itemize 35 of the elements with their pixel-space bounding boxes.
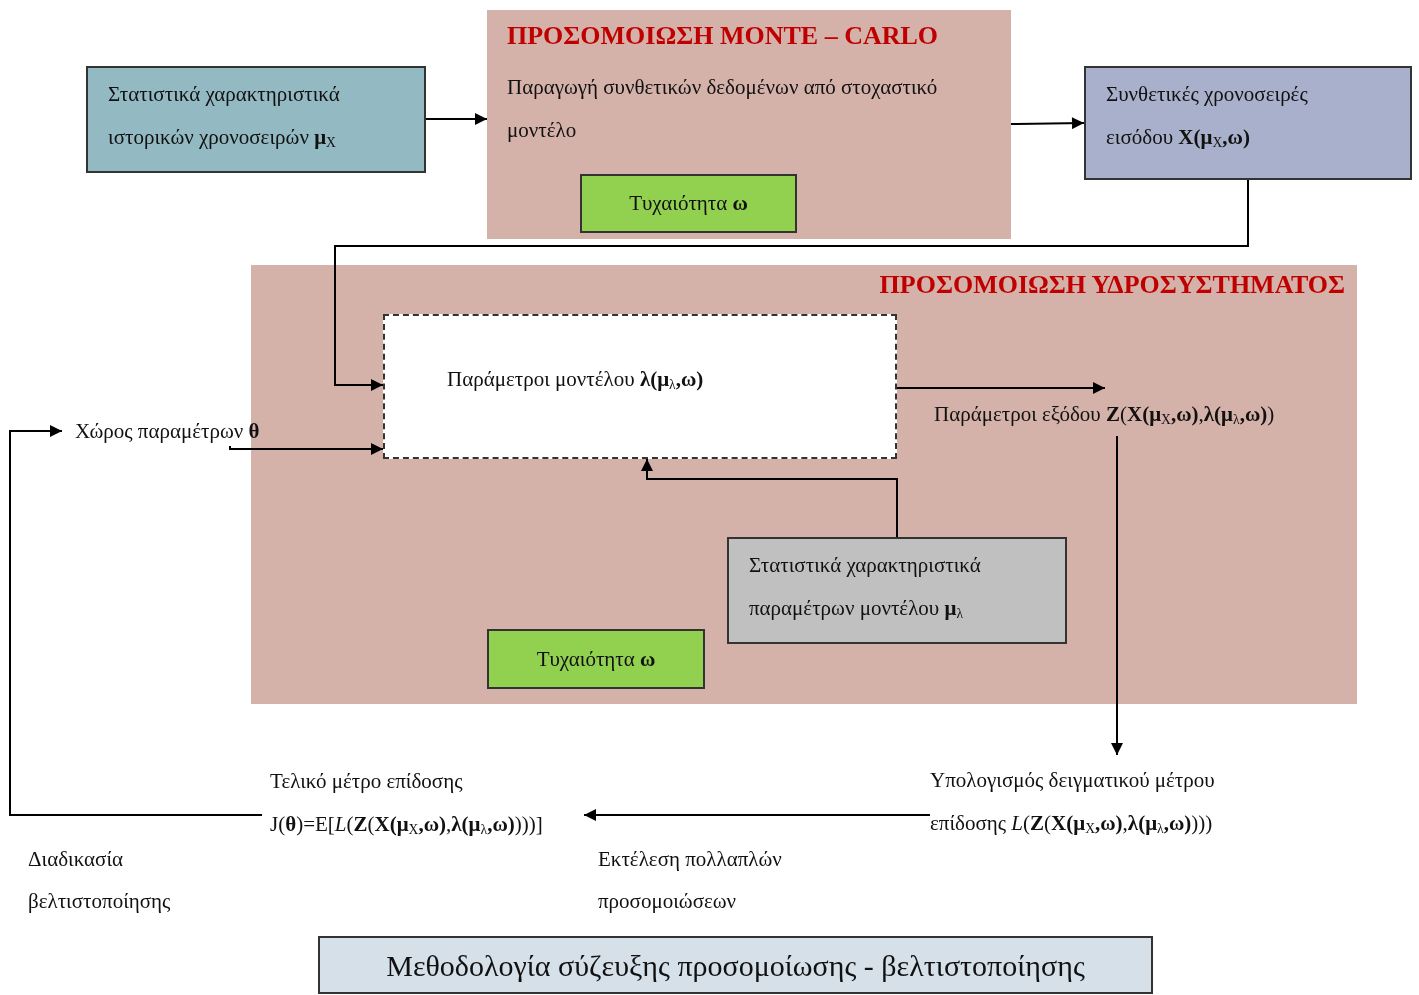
arrow (1111, 435, 1123, 756)
box-text: Μεθοδολογία σύζευξης προσομοίωσης - βελτιστοποίησης (386, 947, 1085, 984)
process-box (1084, 66, 1412, 180)
arrow (425, 113, 488, 125)
arrow (334, 179, 1249, 391)
annotation-text: Εκτέλεση πολλαπλών προσομοιώσεων (598, 846, 783, 915)
simulation-panel (251, 265, 1357, 704)
arrow (1010, 117, 1085, 130)
node-text: Παράμετροι εξόδου Z(X(μ$_{X}$,ω),λ(μ$_{λ}$,ω)) (934, 401, 1275, 430)
panel-title: ΠΡΟΣΟΜΟΙΩΣΗ MONTE – CARLO (507, 20, 940, 52)
box-text: Στατιστικά χαρακτηριστικά παραμέτρων μοντέλου μ$_{λ}$ (749, 552, 982, 624)
box-text: Συνθετικές χρονοσειρές εισόδου X(μ$_{X}$,ω) (1106, 81, 1309, 153)
process-box (727, 537, 1067, 644)
box-text: Τυχαιότητα ω (536, 645, 656, 673)
randomness-box (580, 174, 797, 233)
arrow (896, 382, 1106, 394)
box-text: Παράμετροι μοντέλου λ(μ$_{λ}$,ω) (447, 366, 705, 395)
randomness-box (487, 629, 705, 689)
node-text: J(θ)=E[L(Z(X(μ$_{X}$,ω),λ(μ$_{λ}$,ω))))] (270, 811, 543, 840)
annotation-text: Διαδικασία βελτιστοποίησης (28, 846, 172, 915)
caption-box (318, 936, 1153, 994)
arrow (229, 443, 384, 455)
arrow (583, 809, 931, 821)
arrow (9, 425, 263, 816)
box-text: Τυχαιότητα ω (629, 190, 748, 217)
simulation-panel (487, 10, 1011, 239)
box-text: Στατιστικά χαρακτηριστικά ιστορικών χρονοσειρών μ$_{X}$ (108, 81, 341, 153)
node-text: Τελικό μέτρο επίδοσης (270, 768, 463, 795)
box-text: Παραγωγή συνθετικών δεδομένων από στοχαστικό μοντέλο (507, 74, 939, 144)
panel-title: ΠΡΟΣΟΜΟΙΩΣΗ ΥΔΡΟΣΥΣΤΗΜΑΤΟΣ (878, 269, 1345, 301)
node-text: Υπολογισμός δειγματικού μέτρου επίδοσης L(Z(X(μ$_{X}$,ω),λ(μ$_{λ}$,ω)))) (930, 767, 1216, 839)
arrow (641, 458, 898, 538)
node-text: Χώρος παραμέτρων θ (75, 418, 260, 445)
process-box (86, 66, 426, 173)
dashed-box (383, 314, 897, 459)
